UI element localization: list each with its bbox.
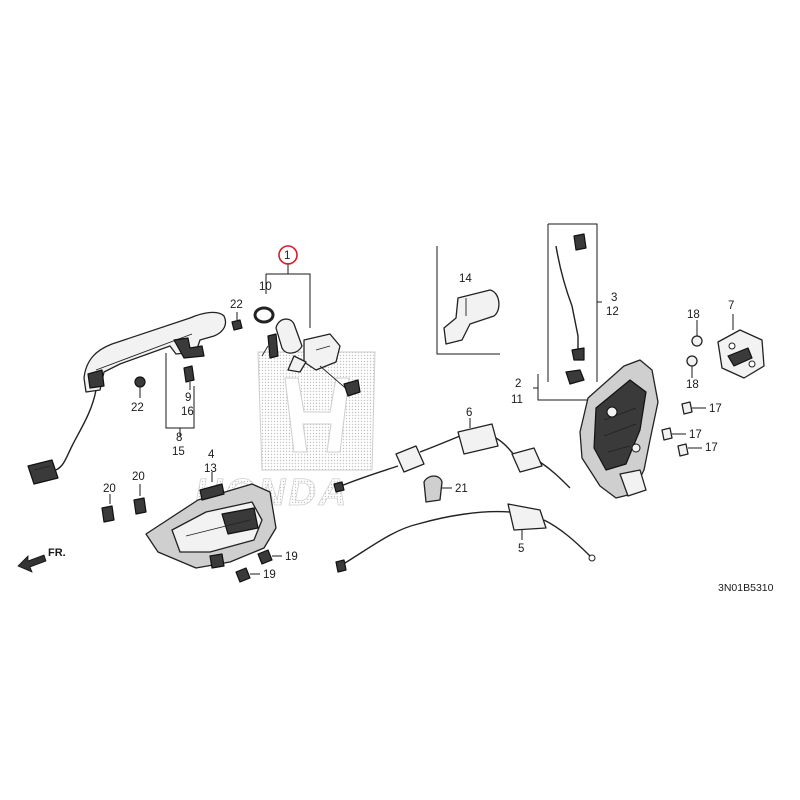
bolt-17-b <box>661 427 686 441</box>
callout-13: 13 <box>204 463 217 475</box>
screw-22-lower <box>134 376 146 398</box>
callout-14: 14 <box>459 273 472 285</box>
callout-18-lower: 18 <box>686 379 699 391</box>
bolt-17-a <box>681 401 706 415</box>
callout-21: 21 <box>455 483 468 495</box>
part-14-group <box>436 246 500 355</box>
front-direction-label: FR. <box>48 547 66 559</box>
callout-3: 3 <box>611 292 617 304</box>
cable-6 <box>333 418 571 493</box>
callout-6: 6 <box>466 407 472 419</box>
part-21 <box>423 475 452 503</box>
callout-17-c: 17 <box>705 442 718 454</box>
callout-4: 4 <box>208 449 215 461</box>
inside-door-handle <box>145 472 277 569</box>
callout-8: 8 <box>176 432 182 444</box>
door-latch-assembly <box>533 359 659 499</box>
callout-9: 9 <box>185 392 191 404</box>
striker-7 <box>717 314 765 379</box>
callout-16: 16 <box>181 406 194 418</box>
screw-19-a <box>257 549 282 565</box>
callout-18-upper: 18 <box>687 309 700 321</box>
callout-15: 15 <box>172 446 185 458</box>
handle-clip <box>183 365 195 390</box>
front-direction-arrow: FR. <box>17 547 66 573</box>
key-cylinder-assembly <box>253 263 361 397</box>
callout-20-right: 20 <box>132 471 145 483</box>
bolt-17-c <box>677 443 702 457</box>
bolt-18-lower <box>686 355 698 378</box>
clip-20-left <box>101 494 115 523</box>
callout-5: 5 <box>518 543 524 555</box>
diagram-reference-code: 3N01B5310 <box>718 582 774 594</box>
callout-1: 1 <box>284 250 290 262</box>
rod-3-12-group <box>547 223 602 385</box>
callout-22-upper: 22 <box>230 299 243 311</box>
callout-17-a: 17 <box>709 403 722 415</box>
callout-17-b: 17 <box>689 429 702 441</box>
outside-door-handle <box>27 311 227 485</box>
leader-8-15 <box>165 353 195 437</box>
callout-22-lower: 22 <box>131 402 144 414</box>
callout-12: 12 <box>606 306 619 318</box>
callout-20-left: 20 <box>103 483 116 495</box>
bolt-18-upper <box>691 320 703 347</box>
callout-10: 10 <box>259 281 272 293</box>
clip-20-right <box>133 484 147 515</box>
screw-22-upper <box>231 312 243 331</box>
callout-19-b: 19 <box>263 569 276 581</box>
callout-2: 2 <box>515 378 521 390</box>
cable-5 <box>335 503 596 573</box>
callout-11: 11 <box>511 394 523 406</box>
callout-1-highlight-ring <box>278 245 298 265</box>
callout-19-a: 19 <box>285 551 298 563</box>
callout-7: 7 <box>728 300 734 312</box>
screw-19-b <box>235 567 260 583</box>
